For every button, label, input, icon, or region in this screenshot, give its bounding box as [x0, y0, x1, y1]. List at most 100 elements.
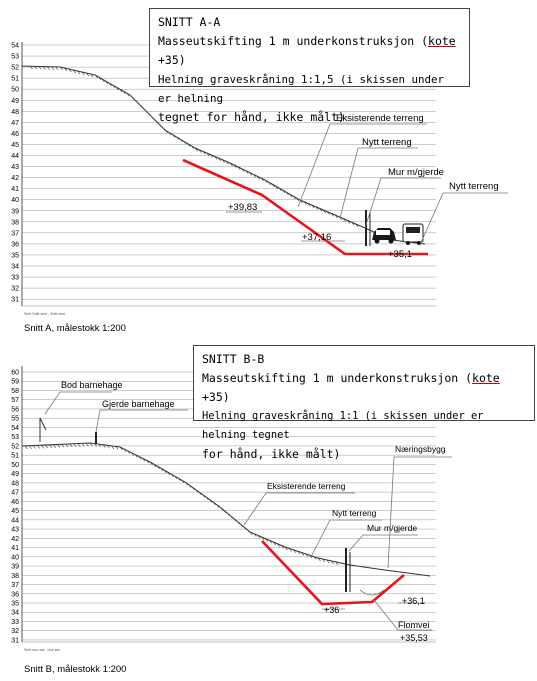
section-b-flood-channel [359, 589, 385, 596]
section-b-axis-label: 39 [11, 564, 19, 571]
section-a-axis-label: 50 [11, 87, 19, 94]
section-a-tiny-caption: Snitt Snitt vest - Snitt vest [24, 312, 65, 316]
section-a-van-icon [402, 223, 424, 245]
section-a-axis-label: 51 [11, 76, 19, 83]
section-a-axis-label: 47 [11, 120, 19, 127]
section-b-axis-label: 47 [11, 490, 19, 497]
section-b-axis-label: 58 [11, 388, 19, 395]
section-b-axis-label: 49 [11, 471, 19, 478]
section-b-note-line-2: Helning graveskråning 1:1 (i skissen und… [202, 410, 484, 441]
section-a-axis-label: 34 [11, 264, 19, 271]
section-b-label-existing: Eksisterende terreng [267, 481, 346, 491]
section-b-note-line-3: for hånd, ikke målt) [202, 447, 341, 461]
section-b-axis-label: 33 [11, 619, 19, 626]
section-a-axis-label: 42 [11, 175, 19, 182]
section-b-axis-label: 36 [11, 591, 19, 598]
section-b-elevation-2: +36,1 [402, 596, 425, 606]
section-a-axis-label: 52 [11, 65, 19, 72]
section-a-axis-label: 36 [11, 241, 19, 248]
section-a-note-line-3: tegnet for hånd, ikke målt) [158, 110, 345, 124]
section-b-label-fence: Gjerde barnehage [102, 399, 175, 409]
section-b-axis-label: 46 [11, 499, 19, 506]
section-b-existing-terrain [22, 442, 431, 577]
section-b-label-flood-route: Flomvei [398, 620, 430, 630]
section-a-axis-label: 35 [11, 252, 19, 259]
section-a-note-box: SNITT A-A Masseutskifting 1 m underkonst… [149, 8, 470, 124]
section-b-axis-label: 38 [11, 573, 19, 580]
section-b-axis-label: 43 [11, 527, 19, 534]
section-b-elevation-3: +35,53 [400, 633, 428, 643]
section-a-axis-label: 41 [11, 186, 19, 193]
section-a-axis-label: 46 [11, 131, 19, 138]
section-a-note-line-1-kote: kote [428, 34, 456, 48]
section-a-label-new-terrain: Nytt terreng [362, 137, 412, 148]
section-b-axis-label: 48 [11, 480, 19, 487]
section-a-axis-label: 54 [11, 43, 19, 50]
section-b-axis-label: 53 [11, 434, 19, 441]
section-b-label-shed: Bod barnehage [61, 380, 123, 390]
section-a-axis-label: 37 [11, 230, 19, 237]
section-b-label-wall: Mur m/gjerde [367, 523, 417, 533]
section-a-axis-label: 40 [11, 197, 19, 204]
section-a-leaders [226, 123, 508, 255]
section-a-label-existing: Eksisterende terreng [336, 113, 424, 124]
section-b-axis-label: 40 [11, 554, 19, 561]
section-b-note-title: SNITT B-B [202, 352, 265, 366]
section-b-axis-label: 44 [11, 517, 19, 524]
section-a-caption: Snitt A, målestokk 1:200 [24, 323, 126, 334]
section-b-axis-label: 35 [11, 601, 19, 608]
section-b-axis-label: 56 [11, 406, 19, 413]
section-b-axis-label: 60 [11, 370, 19, 377]
section-b-axis-label: 51 [11, 453, 19, 460]
section-a-axis-label: 32 [11, 286, 19, 293]
section-b-caption: Snitt B, målestokk 1:200 [24, 664, 127, 675]
section-b-axis-label: 42 [11, 536, 19, 543]
section-a-axis-label: 53 [11, 54, 19, 61]
section-b-note-line-1-kote: kote [472, 371, 500, 385]
section-a-note-line-1-post: +35) [158, 53, 186, 67]
section-a-axis-label: 39 [11, 208, 19, 215]
section-a-axis-label: 33 [11, 275, 19, 282]
section-a-axis-label: 31 [11, 297, 19, 304]
section-a-label-wall: Mur m/gjerde [388, 167, 444, 178]
section-b-axis-label: 34 [11, 610, 19, 617]
section-b-axis-labels: 6059585756555453525150494847464544434241… [11, 370, 19, 645]
section-b-axis-label: 55 [11, 416, 19, 423]
section-a-grid [22, 44, 436, 300]
section-a-note-line-1-pre: Masseutskifting 1 m underkonstruksjon ( [158, 34, 429, 48]
section-b-note-box: SNITT B-B Masseutskifting 1 m underkonst… [193, 345, 535, 461]
section-b-axis-label: 32 [11, 628, 19, 635]
section-b-label-commercial-building: Næringsbygg [395, 444, 446, 454]
section-b-axis-label: 31 [11, 637, 19, 644]
section-b-note-line-1-pre: Masseutskifting 1 m underkonstruksjon ( [202, 371, 473, 385]
section-b-shed-post [39, 417, 47, 442]
section-a-elevation-3: +35,1 [388, 249, 412, 260]
section-b-axis-label: 54 [11, 425, 19, 432]
section-a-axis-label: 43 [11, 164, 19, 171]
section-b-axis-label: 41 [11, 545, 19, 552]
section-a-car-icon [372, 228, 396, 244]
section-b-axis-label: 45 [11, 508, 19, 515]
section-a-axis-label: 38 [11, 219, 19, 226]
section-b-axis-label: 37 [11, 582, 19, 589]
section-a-elevation-1: +39,83 [228, 202, 257, 213]
section-a-axis-label: 49 [11, 98, 19, 105]
section-b-note-line-1-post: +35) [202, 390, 230, 404]
section-b-label-new-terrain: Nytt terreng [332, 508, 377, 518]
section-b-elevation-1: +36 [324, 605, 339, 615]
section-a-axis-labels: 5453525150494847464544434241403938373635… [11, 43, 19, 304]
section-a-axis-label: 48 [11, 109, 19, 116]
section-b-excavation-line [261, 540, 405, 606]
section-a-note-title: SNITT A-A [158, 15, 221, 29]
section-b-axis-label: 57 [11, 397, 19, 404]
section-b-hatch [24, 442, 339, 566]
section-b-note-line-1: Masseutskifting 1 m underkonstruksjon (k… [202, 369, 526, 407]
section-b-axis-label: 59 [11, 379, 19, 386]
section-a-elevation-2: +37,16 [302, 232, 331, 243]
section-b-axis-label: 52 [11, 443, 19, 450]
section-a-axis-label: 45 [11, 142, 19, 149]
section-a-label-new-terrain-2: Nytt terreng [449, 181, 499, 192]
section-b-tiny-caption: Snitt mur øst - mur øst [24, 648, 60, 652]
section-a-note-line-1: Masseutskifting 1 m underkonstruksjon (k… [158, 32, 461, 70]
